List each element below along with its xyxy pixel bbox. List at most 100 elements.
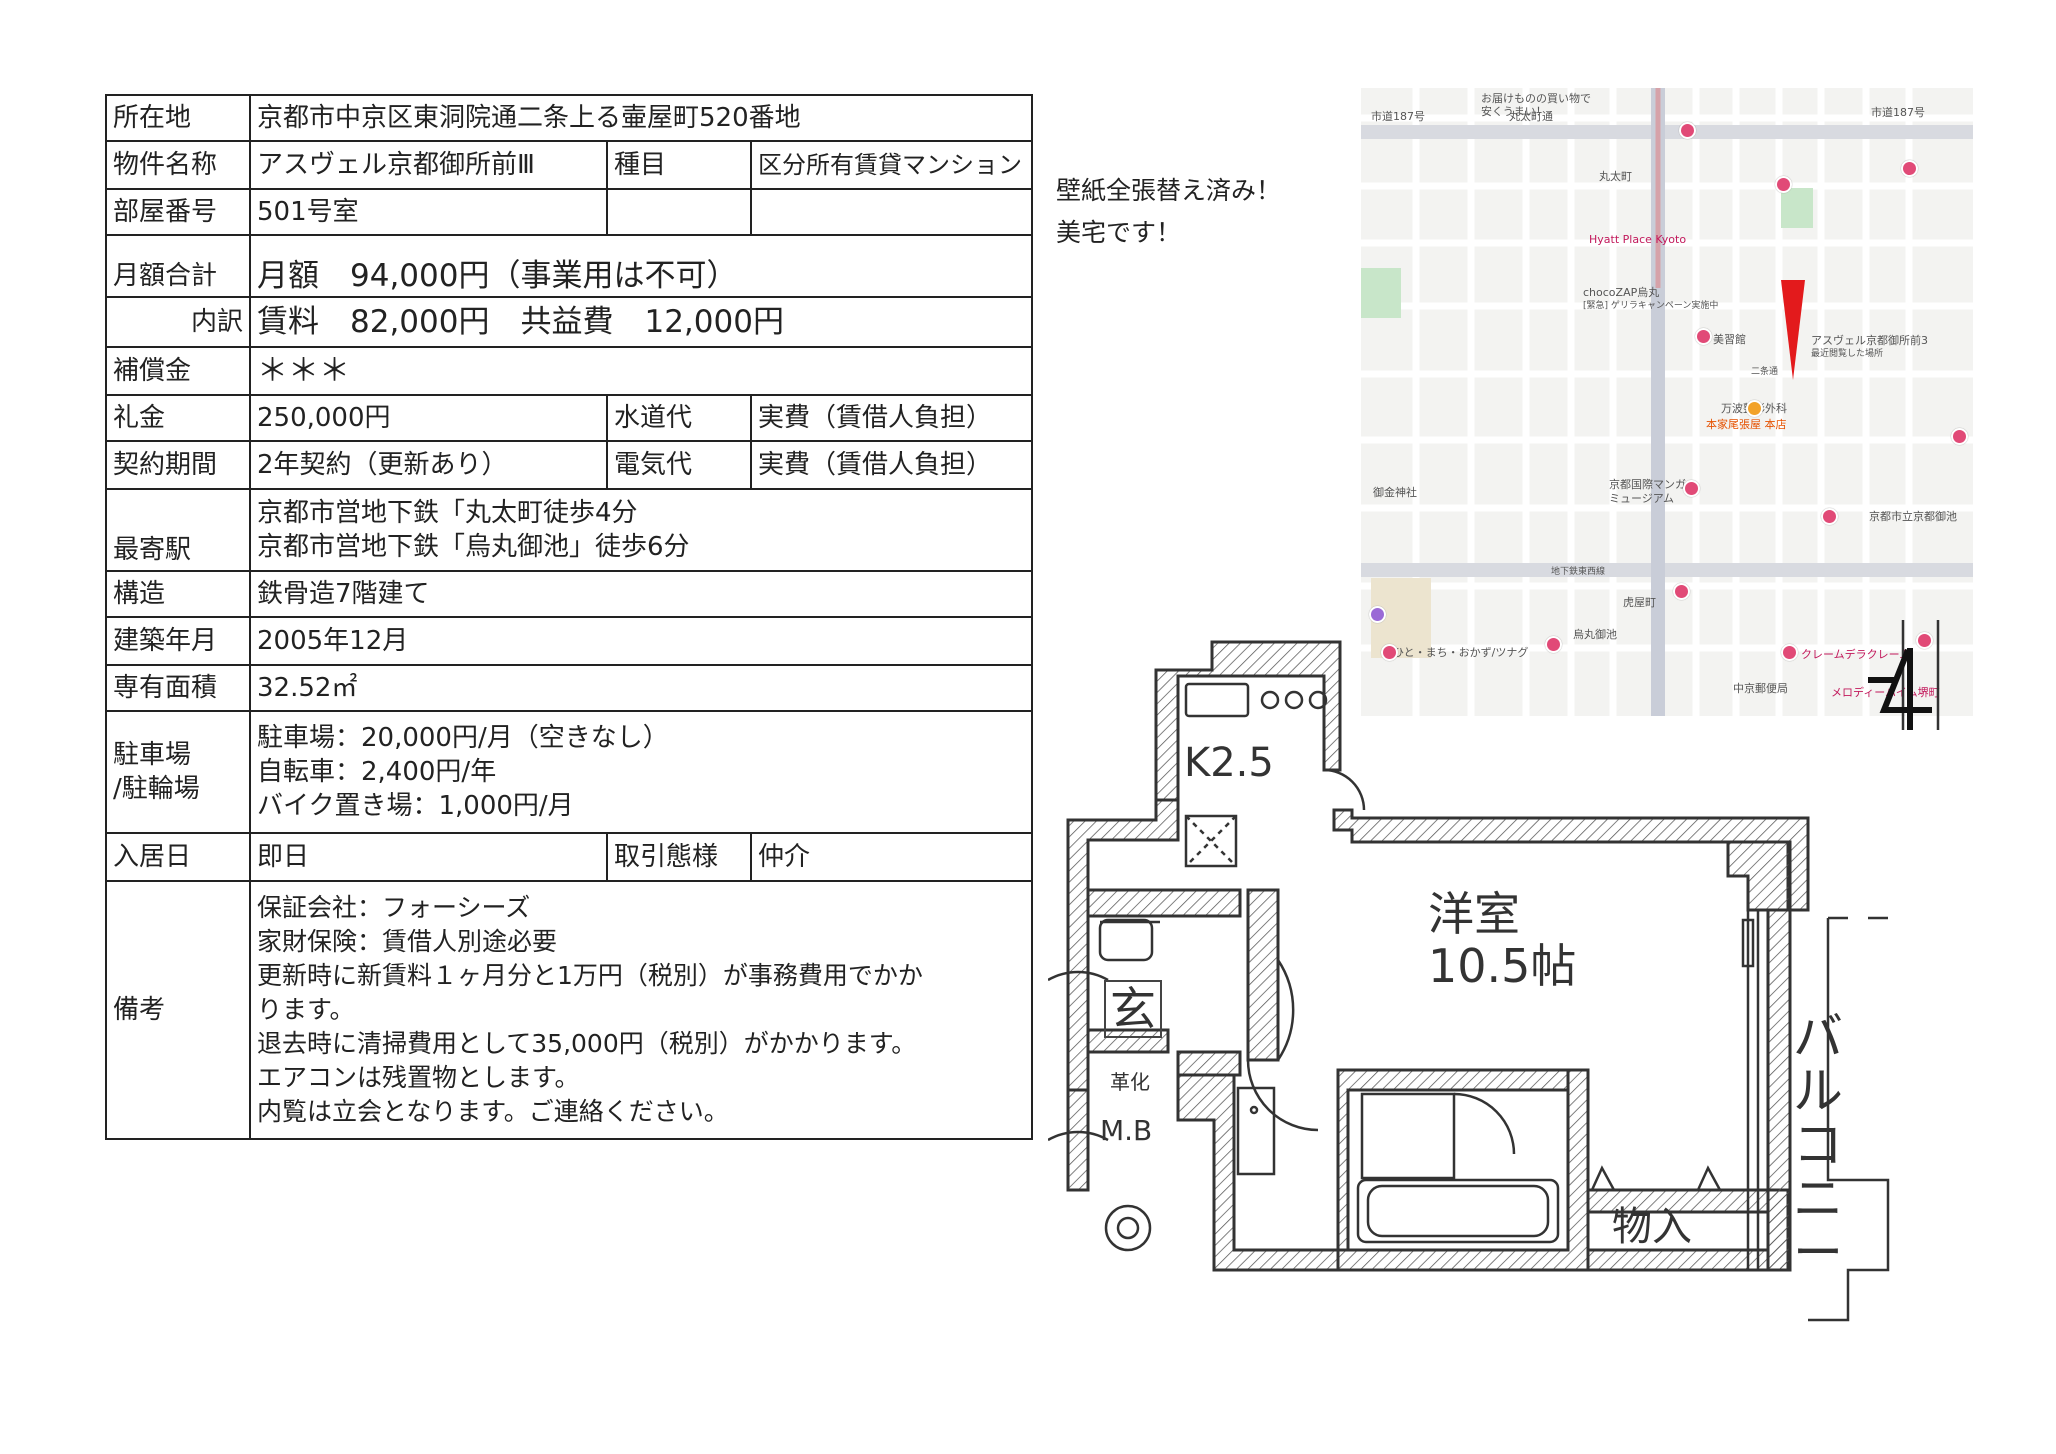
remark-line: ります。 (257, 995, 355, 1024)
map-pin-icon[interactable] (1545, 636, 1562, 653)
map-pin-icon[interactable] (1746, 400, 1763, 417)
balcony-char: ル (1793, 1062, 1843, 1120)
parking-line: 自転車：2,400円/年 (257, 757, 497, 787)
map-label: ミュージアム (1609, 492, 1675, 505)
map-pin-icon[interactable] (1901, 160, 1918, 177)
label-electric: 電気代 (606, 440, 752, 490)
map-label: 京都市立京都御池 (1869, 510, 1957, 523)
label-contract: 契約期間 (105, 440, 251, 490)
floor-plan: K2.5 洋室 10.5帖 玄 革化 M.B 物入 バ ル コ ニ ー (1048, 620, 1970, 1348)
label-area: 専有面積 (105, 664, 251, 712)
value-key-money: 250,000円 (249, 394, 608, 442)
map-label: 二条通 (1751, 367, 1779, 377)
label-remarks: 備考 (105, 880, 251, 1140)
label-deal: 取引態様 (606, 832, 752, 882)
map-pin-icon[interactable] (1679, 122, 1696, 139)
remark-line: 更新時に新賃料１ヶ月分と1万円（税別）が事務費用でかか (257, 961, 923, 990)
balcony-char: コ (1793, 1116, 1843, 1174)
value-built: 2005年12月 (248, 616, 1034, 666)
map-pin-icon[interactable] (1683, 480, 1700, 497)
row-parking: 駐車場 /駐輪場 駐車場：20,000円/月（空きなし） 自転車：2,400円/… (105, 710, 1034, 834)
remark-line: 退去時に清掃費用として35,000円（税別）がかかります。 (257, 1029, 917, 1058)
target-marker-icon (1781, 280, 1805, 380)
north-arrow-icon (1868, 648, 1932, 730)
map-label: クレームデラクレーム (1801, 648, 1911, 661)
row-station: 最寄駅 京都市営地下鉄「丸太町徒歩4分 京都市営地下鉄「烏丸御池」徒歩6分 (105, 488, 1034, 572)
label-type: 種目 (606, 140, 752, 190)
promo-note: 壁紙全張替え済み！ 美宅です！ (1056, 170, 1346, 254)
map-label: 丸太町通 (1509, 110, 1553, 123)
label-compensation: 補償金 (105, 346, 251, 396)
parking-line: 駐車場：20,000円/月（空きなし） (257, 723, 669, 753)
label-shoe-box: 革化 (1110, 1070, 1150, 1094)
value-water: 実費（賃借人負担） (749, 394, 1034, 442)
row-contract: 契約期間 2年契約（更新あり） 電気代 実費（賃借人負担） (105, 440, 1034, 490)
parking-label-line: /駐輪場 (113, 774, 200, 804)
value-compensation: ＊＊＊ (248, 346, 1034, 396)
map-label: 御金神社 (1373, 486, 1417, 499)
value-remarks: 保証会社：フォーシーズ 家財保険：賃借人別途必要 更新時に新賃料１ヶ月分と1万円… (248, 880, 1034, 1140)
station-line: 京都市営地下鉄「烏丸御池」徒歩6分 (257, 532, 690, 562)
map-label: アスヴェル京都御所前3 (1811, 334, 1928, 347)
empty-cell (606, 188, 752, 236)
label-key-money: 礼金 (105, 394, 251, 442)
map-pin-icon[interactable] (1916, 632, 1933, 649)
label-station: 最寄駅 (105, 488, 251, 572)
label-location: 所在地 (105, 94, 251, 142)
note-line: 壁紙全張替え済み！ (1056, 176, 1282, 205)
remark-line: エアコンは残置物とします。 (257, 1063, 580, 1092)
value-name: アスヴェル京都御所前Ⅲ (249, 140, 608, 190)
floor-plan-drawing (1048, 620, 1940, 1322)
map-label: 市道187号 (1871, 106, 1925, 119)
map-label: 烏丸御池 (1573, 628, 1617, 641)
row-area: 専有面積 32.52㎡ (105, 664, 1034, 712)
remark-line: 内覧は立会となります。ご連絡ください。 (257, 1097, 729, 1126)
value-location: 京都市中京区東洞院通二条上る壷屋町520番地 (248, 94, 1034, 142)
label-structure: 構造 (105, 570, 251, 618)
map-label: 最近閲覧した場所 (1811, 349, 1884, 359)
value-station: 京都市営地下鉄「丸太町徒歩4分 京都市営地下鉄「烏丸御池」徒歩6分 (248, 488, 1034, 572)
label-balcony: バ ル コ ニ ー (1788, 1010, 1848, 1280)
row-monthly-total: 月額合計 月額 94,000円（事業用は不可） (105, 234, 1034, 298)
row-compensation: 補償金 ＊＊＊ (105, 346, 1034, 396)
label-entrance: 玄 (1104, 980, 1162, 1038)
map-pin-icon[interactable] (1821, 508, 1838, 525)
map-pin-icon[interactable] (1695, 328, 1712, 345)
label-parking: 駐車場 /駐輪場 (105, 710, 251, 834)
value-contract: 2年契約（更新あり） (249, 440, 608, 490)
map-pin-icon[interactable] (1381, 644, 1398, 661)
map-pin-icon[interactable] (1951, 428, 1968, 445)
value-area: 32.52㎡ (248, 664, 1034, 712)
map-label: Hyatt Place Kyoto (1589, 233, 1687, 246)
label-storage: 物入 (1612, 1204, 1692, 1250)
label-built: 建築年月 (105, 616, 251, 666)
map-pin-icon[interactable] (1673, 583, 1690, 600)
row-location: 所在地 京都市中京区東洞院通二条上る壷屋町520番地 (105, 94, 1034, 142)
map-label: 丸太町 (1599, 170, 1632, 183)
note-line: 美宅です！ (1056, 218, 1182, 247)
label-name: 物件名称 (105, 140, 251, 190)
value-electric: 実費（賃借人負担） (749, 440, 1034, 490)
map-streets (1361, 88, 1973, 716)
row-structure: 構造 鉄骨造7階建て (105, 570, 1034, 618)
label-meter-box: M.B (1100, 1114, 1153, 1147)
station-line: 京都市営地下鉄「丸太町徒歩4分 (257, 498, 638, 528)
empty-cell (749, 188, 1034, 236)
location-map[interactable]: お届けものの買い物で 安くうまい！ 市道187号 丸太町通 市道187号 丸太町… (1361, 88, 1973, 716)
map-label: お届けものの買い物で (1481, 92, 1591, 105)
room-name: 洋室 (1428, 887, 1520, 941)
row-move-in: 入居日 即日 取引態様 仲介 (105, 832, 1034, 882)
map-pin-icon[interactable] (1781, 644, 1798, 661)
row-breakdown: 内訳 賃料 82,000円 共益費 12,000円 (105, 296, 1034, 348)
value-deal: 仲介 (749, 832, 1034, 882)
row-built: 建築年月 2005年12月 (105, 616, 1034, 666)
label-monthly-total: 月額合計 (105, 234, 251, 298)
parking-label-line: 駐車場 (113, 740, 192, 770)
map-label: 京都国際マンガ (1609, 478, 1686, 491)
map-label: chocoZAP烏丸 (1583, 286, 1660, 299)
balcony-char: ー (1793, 1224, 1843, 1282)
label-breakdown: 内訳 (105, 296, 251, 348)
map-pin-icon[interactable] (1775, 176, 1792, 193)
value-room: 501号室 (249, 188, 608, 236)
map-pin-icon[interactable] (1369, 606, 1386, 623)
